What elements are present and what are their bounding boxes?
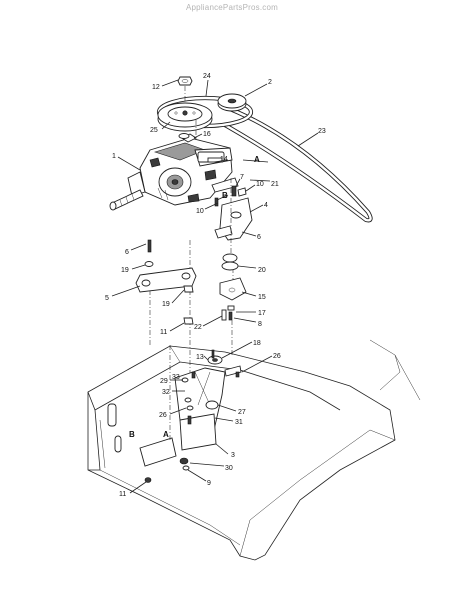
callout-B-upper: B (222, 191, 228, 200)
leader-lines (111, 79, 319, 494)
watermark: AppliancePartsPros.com (186, 3, 278, 12)
pivot-plate (219, 253, 247, 321)
callout-33: 33 (172, 374, 180, 381)
callout-30: 30 (225, 465, 233, 472)
callout-9: 9 (207, 480, 211, 487)
callout-20: 20 (258, 267, 266, 274)
callout-6-left: 6 (125, 249, 129, 256)
callout-26-right: 26 (273, 353, 281, 360)
callout-23: 23 (318, 128, 326, 135)
callout-8: 8 (258, 321, 262, 328)
callout-11-upper: 11 (160, 329, 167, 336)
callout-12: 12 (152, 84, 160, 91)
callout-29: 29 (160, 378, 168, 385)
pulley-nut (177, 76, 193, 86)
callout-A-lower: A (163, 430, 169, 439)
callout-B-lower: B (129, 430, 135, 439)
callout-31: 31 (235, 419, 243, 426)
callout-7: 7 (240, 174, 244, 181)
callout-3: 3 (231, 452, 235, 459)
callout-26-left: 26 (159, 412, 167, 419)
shift-link (135, 239, 197, 325)
callout-2: 2 (268, 79, 272, 86)
callout-labels: 12 24 2 25 16 23 1 14 A 7 10 21 B 10 4 6… (105, 73, 326, 498)
callout-19-upper: 19 (121, 267, 129, 274)
callout-10-lower: 10 (196, 208, 204, 215)
idler-pulley (217, 93, 247, 112)
callout-13: 13 (196, 354, 204, 361)
callout-5: 5 (105, 295, 109, 302)
callout-4: 4 (264, 202, 268, 209)
transmission-pulley (157, 102, 213, 132)
control-bracket (139, 349, 242, 483)
callout-25: 25 (150, 127, 158, 134)
callout-10-upper: 10 (256, 181, 264, 188)
callout-24: 24 (203, 73, 211, 80)
callout-16: 16 (203, 131, 211, 138)
callout-11-lower: 11 (119, 491, 126, 498)
callout-17: 17 (258, 310, 266, 317)
callout-15: 15 (258, 294, 266, 301)
callout-21: 21 (271, 181, 279, 188)
callout-1: 1 (112, 153, 116, 160)
callout-22: 22 (194, 324, 202, 331)
transmission-assembly (109, 133, 239, 211)
callout-14: 14 (220, 156, 228, 163)
callout-A-upper: A (254, 155, 260, 164)
callout-27: 27 (238, 409, 246, 416)
frame-deck (87, 339, 421, 561)
callout-18: 18 (253, 340, 261, 347)
callout-32: 32 (162, 389, 170, 396)
idler-bracket (214, 185, 253, 241)
callout-19-lower: 19 (162, 301, 170, 308)
callout-6-right: 6 (257, 234, 261, 241)
